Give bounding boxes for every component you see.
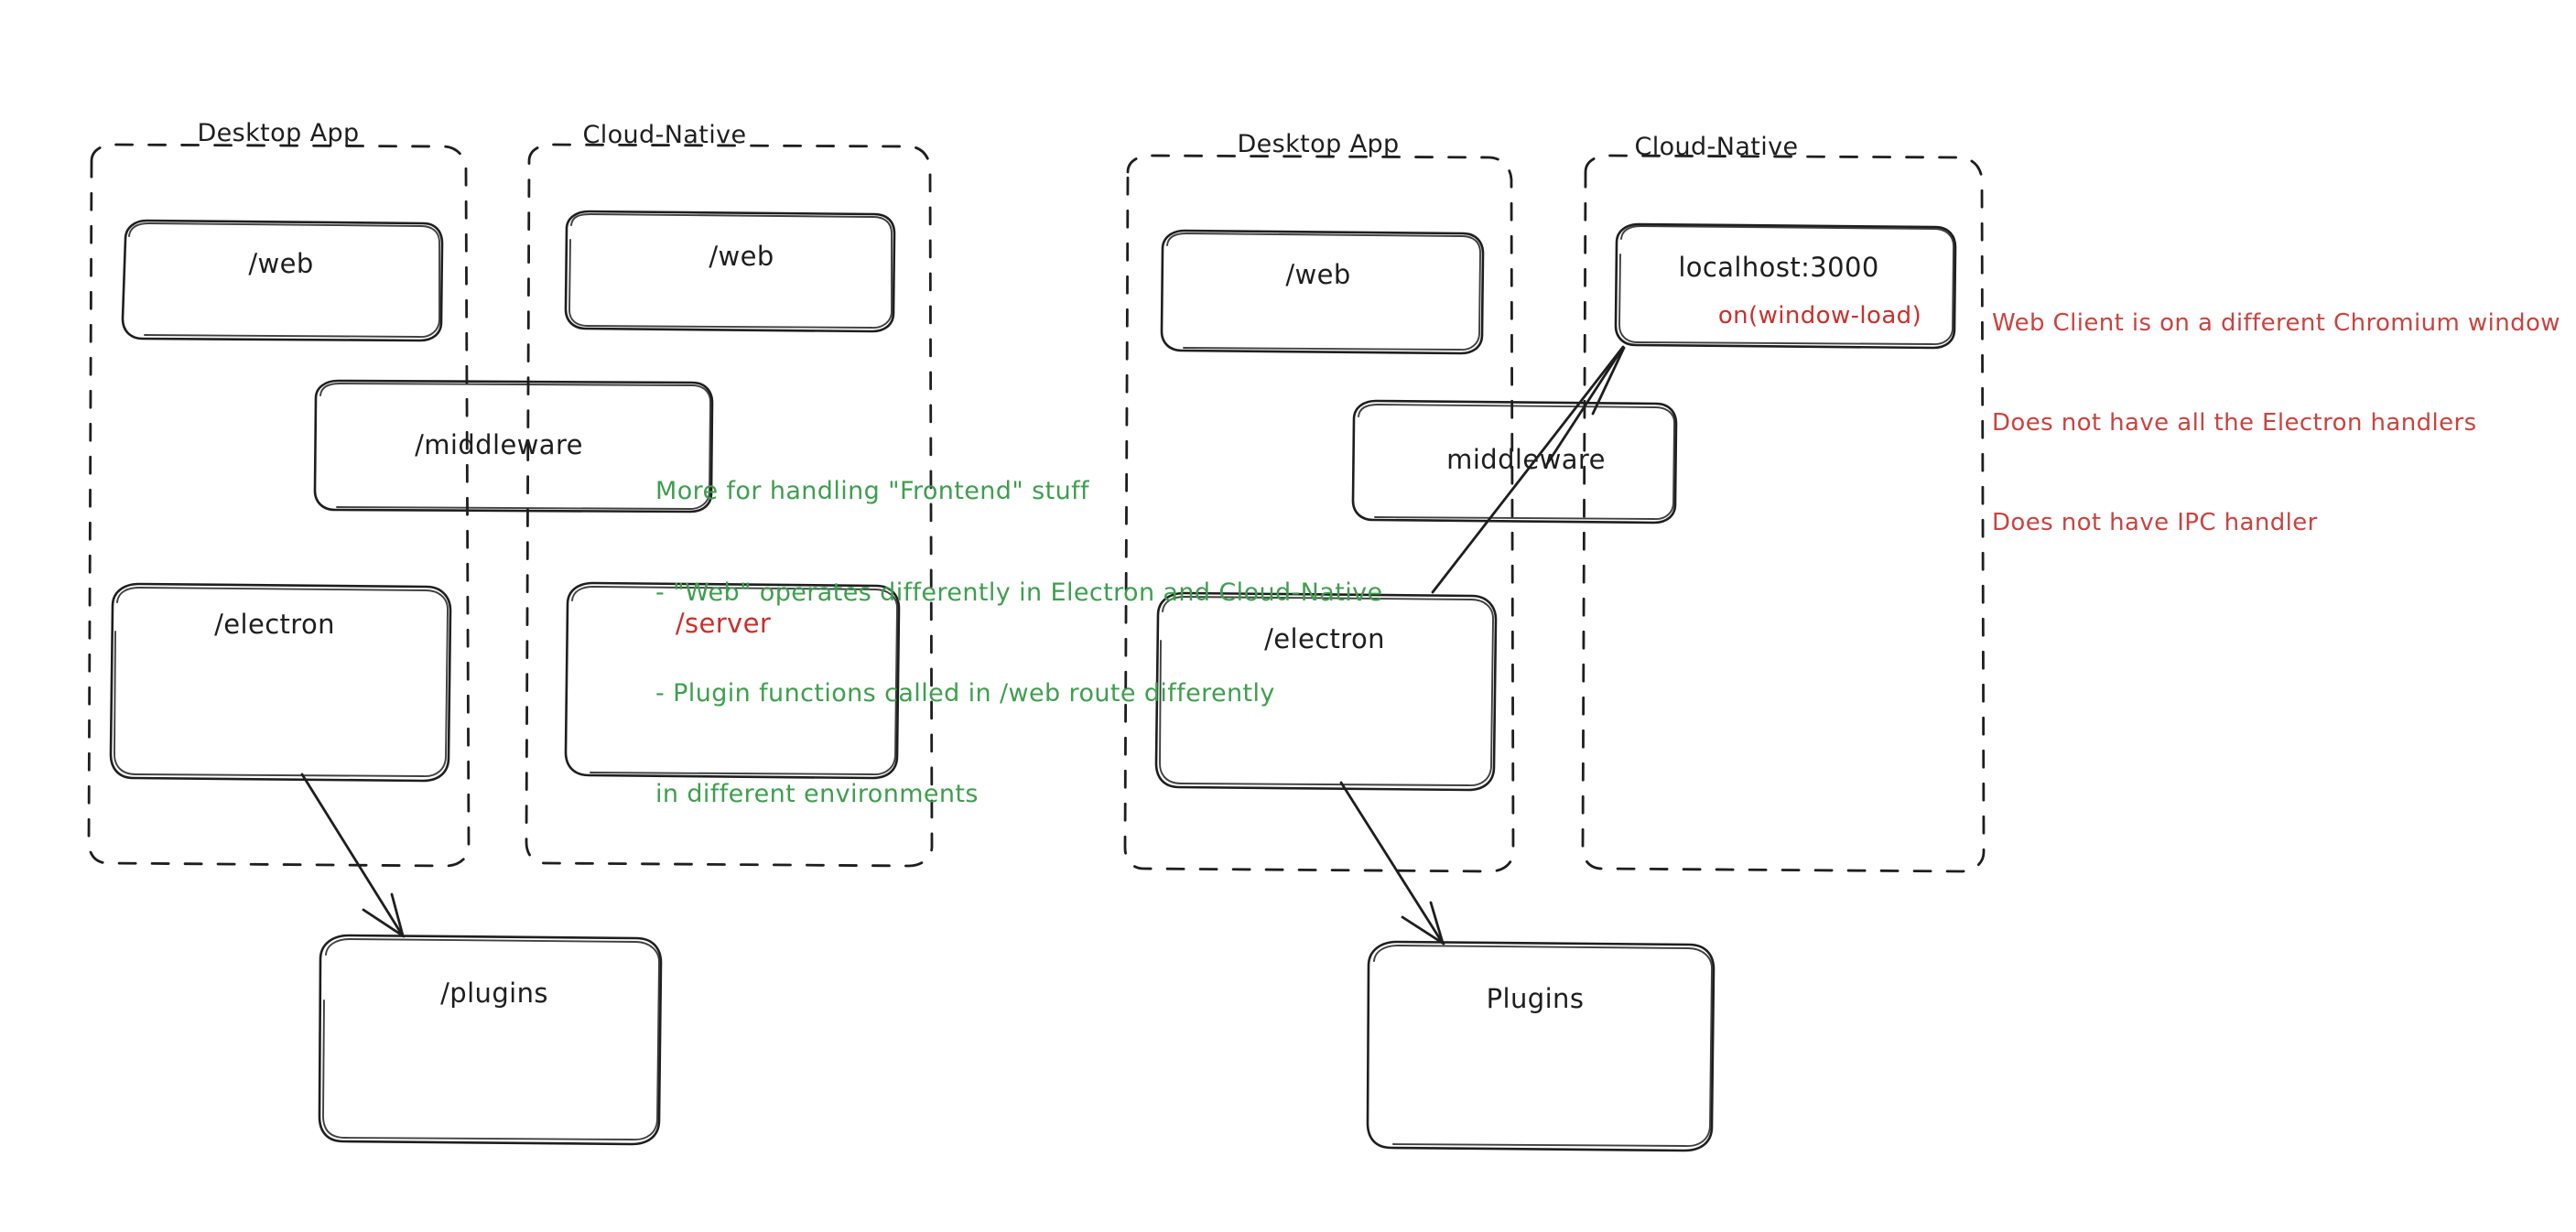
node-sublabel-on-window-load: on(window-load) xyxy=(1717,302,1922,330)
note-green-line-3: - Plugin functions called in /web route … xyxy=(655,678,1275,708)
node-label-plugins-right: Plugins xyxy=(1486,983,1585,1014)
group-label-cloud-native-right: Cloud-Native xyxy=(1634,133,1799,161)
shape-node-server-left[interactable] xyxy=(566,583,899,778)
shape-node-localhost-3000[interactable] xyxy=(1616,224,1955,348)
note-red-line-3: Does not have IPC handler xyxy=(1992,509,2318,537)
note-red: Web Client is on a different Chromium wi… xyxy=(1992,240,2560,606)
node-label-plugins-left: /plugins xyxy=(440,978,548,1009)
note-green-line-2: - "Web" operates differently in Electron… xyxy=(655,578,1383,607)
shape-node-electron-right[interactable] xyxy=(1156,593,1496,790)
shape-node-web-desktop-left[interactable] xyxy=(123,221,442,340)
shape-node-web-cloud-left[interactable] xyxy=(566,211,894,331)
group-label-cloud-native-left: Cloud-Native xyxy=(582,121,747,149)
shape-node-middleware-right[interactable] xyxy=(1353,401,1676,523)
node-label-middleware-right: middleware xyxy=(1446,444,1606,475)
shape-node-electron-left[interactable] xyxy=(111,584,450,781)
note-green-line-4: in different environments xyxy=(655,779,979,808)
node-label-middleware-left: /middleware xyxy=(415,429,583,460)
node-label-localhost-3000: localhost:3000 xyxy=(1678,252,1879,283)
note-green: More for handling "Frontend" stuff - "We… xyxy=(655,408,1383,879)
node-label-web-cloud-left: /web xyxy=(709,241,774,272)
node-label-server-left: /server xyxy=(675,608,772,639)
shape-node-middleware-left[interactable] xyxy=(315,381,712,512)
note-red-line-2: Does not have all the Electron handlers xyxy=(1992,408,2477,437)
note-green-line-1: More for handling "Frontend" stuff xyxy=(655,477,1089,506)
shape-node-plugins-right[interactable] xyxy=(1368,942,1714,1151)
shape-node-plugins-left[interactable] xyxy=(319,935,661,1144)
node-label-web-desktop-left: /web xyxy=(248,248,314,279)
node-label-web-desktop-right: /web xyxy=(1285,259,1351,290)
shape-node-web-desktop-right[interactable] xyxy=(1162,231,1483,353)
note-red-line-1: Web Client is on a different Chromium wi… xyxy=(1992,308,2560,337)
node-label-electron-left: /electron xyxy=(214,609,335,640)
group-label-desktop-app-right: Desktop App xyxy=(1237,130,1400,158)
node-label-electron-right: /electron xyxy=(1264,623,1385,654)
group-label-desktop-app-left: Desktop App xyxy=(197,119,360,147)
